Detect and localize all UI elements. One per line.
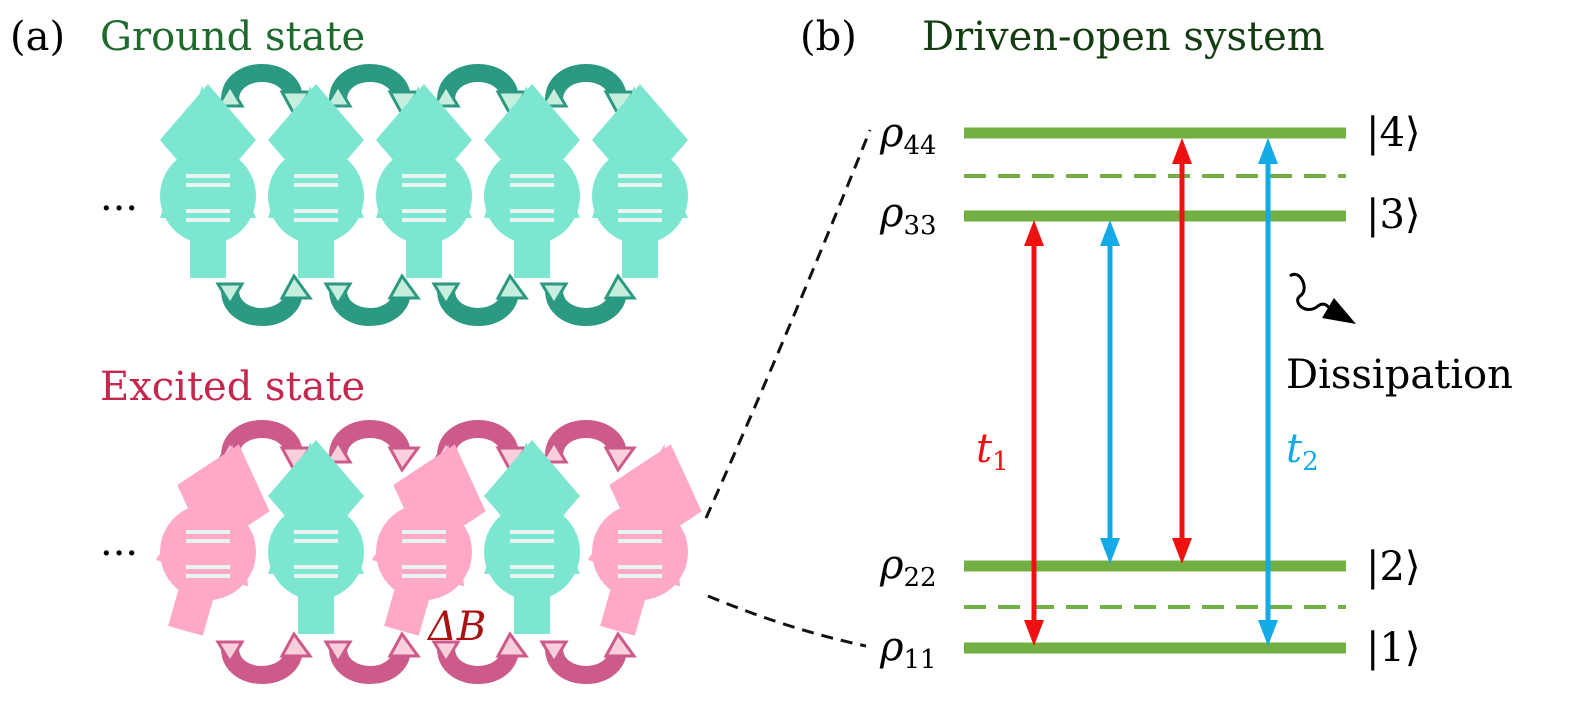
dissipation-arrow-icon [1289,272,1356,324]
t2-label: t2 [1286,426,1319,477]
panel-b-label: (b) [800,14,857,60]
ket-2: |2⟩ [1366,544,1421,590]
excited-state-title: Excited state [100,364,365,410]
ground-ellipsis: ··· [100,186,138,232]
ground-spin-4 [484,84,580,278]
transition-red-1-3 [1024,220,1044,646]
excited-ellipsis: ··· [100,531,138,577]
excited-hop-arrow-bottom [326,634,418,675]
connector-lower [707,594,867,648]
ket-4: |4⟩ [1366,110,1421,156]
transition-blue-2-3 [1100,220,1120,564]
excited-hop-arrow-top [542,429,634,470]
excited-hopping-arrows-bottom [218,634,634,675]
rho-11: ρ11 [879,624,937,675]
ground-state-title: Ground state [100,14,365,60]
ground-hop-arrow-bottom [326,276,418,317]
ground-spin-chain [160,84,688,278]
excited-spin-5 [571,431,718,645]
ground-spin-1 [160,84,256,278]
excited-spin-2 [268,440,364,634]
ground-spin-2 [268,84,364,278]
rho-44: ρ44 [879,110,937,161]
ground-hop-arrow-bottom [218,276,310,317]
panel-b: (b) Driven-open system |4⟩ |3⟩ |2⟩ |1⟩ ρ… [800,14,1513,675]
rho-33: ρ33 [879,190,937,241]
panel-b-title: Driven-open system [922,14,1325,60]
ground-hop-arrow-bottom [434,276,526,317]
delta-b-label: ΔB [426,604,486,650]
panel-a: (a) Ground state ··· Excited state ··· Δ… [10,14,718,675]
ground-hop-arrow-bottom [542,276,634,317]
excited-spin-4 [484,440,580,634]
dissipation-label: Dissipation [1286,352,1513,398]
t1-label: t1 [976,426,1009,477]
panel-a-label: (a) [10,14,65,60]
ket-1: |1⟩ [1366,625,1421,671]
excited-hop-arrow-bottom [542,634,634,675]
connector-upper [704,129,872,519]
ground-spin-3 [376,84,472,278]
transition-blue-1-4 [1258,138,1278,646]
ket-3: |3⟩ [1366,192,1421,238]
excited-spin-1 [139,431,286,645]
ground-hopping-arrows-bottom [218,276,634,317]
transition-red-2-4 [1172,138,1192,564]
rho-22: ρ22 [879,542,937,593]
ground-spin-5 [592,84,688,278]
excited-hop-arrow-top [326,429,418,470]
excited-hop-arrow-bottom [218,634,310,675]
